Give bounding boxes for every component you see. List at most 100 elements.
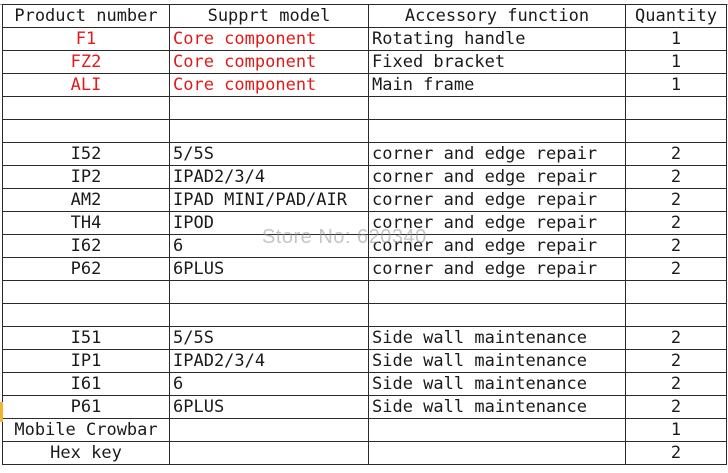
header-support-model[interactable]: Supprt model xyxy=(169,4,369,28)
cell-quantity[interactable]: 1 xyxy=(625,418,727,442)
cell-product-number[interactable]: ALI xyxy=(2,73,170,97)
cell-support-model[interactable]: Core component xyxy=(169,27,369,51)
cell-accessory-function[interactable]: corner and edge repair xyxy=(368,142,626,166)
cell-accessory-function[interactable]: Fixed bracket xyxy=(368,50,626,74)
cell-product-number[interactable]: IP2 xyxy=(2,165,170,189)
cell-product-number[interactable]: I51 xyxy=(2,326,170,350)
cell-support-model[interactable]: 6PLUS xyxy=(169,395,369,419)
empty-cell[interactable] xyxy=(2,96,170,120)
table-row: I51 5/5S Side wall maintenance 2 xyxy=(2,326,727,350)
empty-cell[interactable] xyxy=(625,303,727,327)
cell-support-model[interactable]: 5/5S xyxy=(169,142,369,166)
cell-accessory-function[interactable]: Side wall maintenance xyxy=(368,372,626,396)
cell-product-number[interactable]: Mobile Crowbar xyxy=(2,418,170,442)
row-selection-marker xyxy=(0,402,3,422)
table-row: I61 6 Side wall maintenance 2 xyxy=(2,372,727,396)
cell-support-model[interactable]: 6 xyxy=(169,372,369,396)
cell-product-number[interactable]: P61 xyxy=(2,395,170,419)
cell-support-model[interactable] xyxy=(169,418,369,442)
cell-quantity[interactable]: 2 xyxy=(625,395,727,419)
table-row: I52 5/5S corner and edge repair 2 xyxy=(2,142,727,166)
table-row: ALI Core component Main frame 1 xyxy=(2,73,727,97)
cell-quantity[interactable]: 2 xyxy=(625,441,727,465)
empty-cell[interactable] xyxy=(2,303,170,327)
empty-cell[interactable] xyxy=(368,303,626,327)
cell-product-number[interactable]: FZ2 xyxy=(2,50,170,74)
cell-accessory-function[interactable]: Side wall maintenance xyxy=(368,349,626,373)
table-row: IP1 IPAD2/3/4 Side wall maintenance 2 xyxy=(2,349,727,373)
cell-quantity[interactable]: 2 xyxy=(625,257,727,281)
header-product-number[interactable]: Product number xyxy=(2,4,170,28)
cell-support-model[interactable]: Core component xyxy=(169,73,369,97)
cell-product-number[interactable]: AM2 xyxy=(2,188,170,212)
cell-support-model[interactable]: Core component xyxy=(169,50,369,74)
cell-product-number[interactable]: F1 xyxy=(2,27,170,51)
cell-accessory-function[interactable]: corner and edge repair xyxy=(368,211,626,235)
cell-quantity[interactable]: 1 xyxy=(625,50,727,74)
cell-accessory-function[interactable]: corner and edge repair xyxy=(368,188,626,212)
table-row: AM2 IPAD MINI/PAD/AIR corner and edge re… xyxy=(2,188,727,212)
cell-product-number[interactable]: I52 xyxy=(2,142,170,166)
product-table: Product number Supprt model Accessory fu… xyxy=(2,4,727,465)
empty-row xyxy=(2,303,727,327)
cell-support-model[interactable]: IPAD2/3/4 xyxy=(169,349,369,373)
cell-support-model[interactable]: 5/5S xyxy=(169,326,369,350)
cell-quantity[interactable]: 2 xyxy=(625,349,727,373)
cell-support-model[interactable]: IPOD xyxy=(169,211,369,235)
cell-accessory-function[interactable]: Side wall maintenance xyxy=(368,326,626,350)
empty-cell[interactable] xyxy=(368,96,626,120)
empty-cell[interactable] xyxy=(625,96,727,120)
cell-quantity[interactable]: 1 xyxy=(625,27,727,51)
cell-accessory-function[interactable] xyxy=(368,418,626,442)
cell-product-number[interactable]: I62 xyxy=(2,234,170,258)
empty-cell[interactable] xyxy=(169,280,369,304)
cell-product-number[interactable]: IP1 xyxy=(2,349,170,373)
cell-support-model[interactable]: 6PLUS xyxy=(169,257,369,281)
empty-cell[interactable] xyxy=(625,280,727,304)
cell-quantity[interactable]: 2 xyxy=(625,142,727,166)
cell-quantity[interactable]: 2 xyxy=(625,326,727,350)
cell-accessory-function[interactable]: corner and edge repair xyxy=(368,257,626,281)
empty-cell[interactable] xyxy=(368,280,626,304)
cell-support-model[interactable]: IPAD2/3/4 xyxy=(169,165,369,189)
cell-product-number[interactable]: TH4 xyxy=(2,211,170,235)
empty-row xyxy=(2,280,727,304)
empty-row xyxy=(2,119,727,143)
cell-quantity[interactable]: 2 xyxy=(625,372,727,396)
empty-cell[interactable] xyxy=(169,119,369,143)
table-row: FZ2 Core component Fixed bracket 1 xyxy=(2,50,727,74)
empty-cell[interactable] xyxy=(169,96,369,120)
table-row: P61 6PLUS Side wall maintenance 2 xyxy=(2,395,727,419)
cell-accessory-function[interactable]: corner and edge repair xyxy=(368,234,626,258)
header-accessory-function[interactable]: Accessory function xyxy=(368,4,626,28)
header-quantity[interactable]: Quantity xyxy=(625,4,727,28)
table-row: F1 Core component Rotating handle 1 xyxy=(2,27,727,51)
cell-accessory-function[interactable]: Side wall maintenance xyxy=(368,395,626,419)
cell-product-number[interactable]: P62 xyxy=(2,257,170,281)
cell-accessory-function[interactable]: Main frame xyxy=(368,73,626,97)
empty-cell[interactable] xyxy=(2,119,170,143)
table-row: Hex key 2 xyxy=(2,441,727,465)
cell-accessory-function[interactable]: Rotating handle xyxy=(368,27,626,51)
table-row: I62 6 corner and edge repair 2 xyxy=(2,234,727,258)
cell-quantity[interactable]: 1 xyxy=(625,73,727,97)
cell-support-model[interactable]: IPAD MINI/PAD/AIR xyxy=(169,188,369,212)
cell-support-model[interactable]: 6 xyxy=(169,234,369,258)
table-row: P62 6PLUS corner and edge repair 2 xyxy=(2,257,727,281)
cell-accessory-function[interactable]: corner and edge repair xyxy=(368,165,626,189)
cell-product-number[interactable]: Hex key xyxy=(2,441,170,465)
empty-cell[interactable] xyxy=(2,280,170,304)
cell-quantity[interactable]: 2 xyxy=(625,234,727,258)
cell-support-model[interactable] xyxy=(169,441,369,465)
cell-product-number[interactable]: I61 xyxy=(2,372,170,396)
empty-cell[interactable] xyxy=(169,303,369,327)
empty-cell[interactable] xyxy=(625,119,727,143)
empty-cell[interactable] xyxy=(368,119,626,143)
cell-accessory-function[interactable] xyxy=(368,441,626,465)
cell-quantity[interactable]: 2 xyxy=(625,188,727,212)
cell-quantity[interactable]: 2 xyxy=(625,165,727,189)
empty-row xyxy=(2,96,727,120)
cell-quantity[interactable]: 2 xyxy=(625,211,727,235)
table-row: Mobile Crowbar 1 xyxy=(2,418,727,442)
